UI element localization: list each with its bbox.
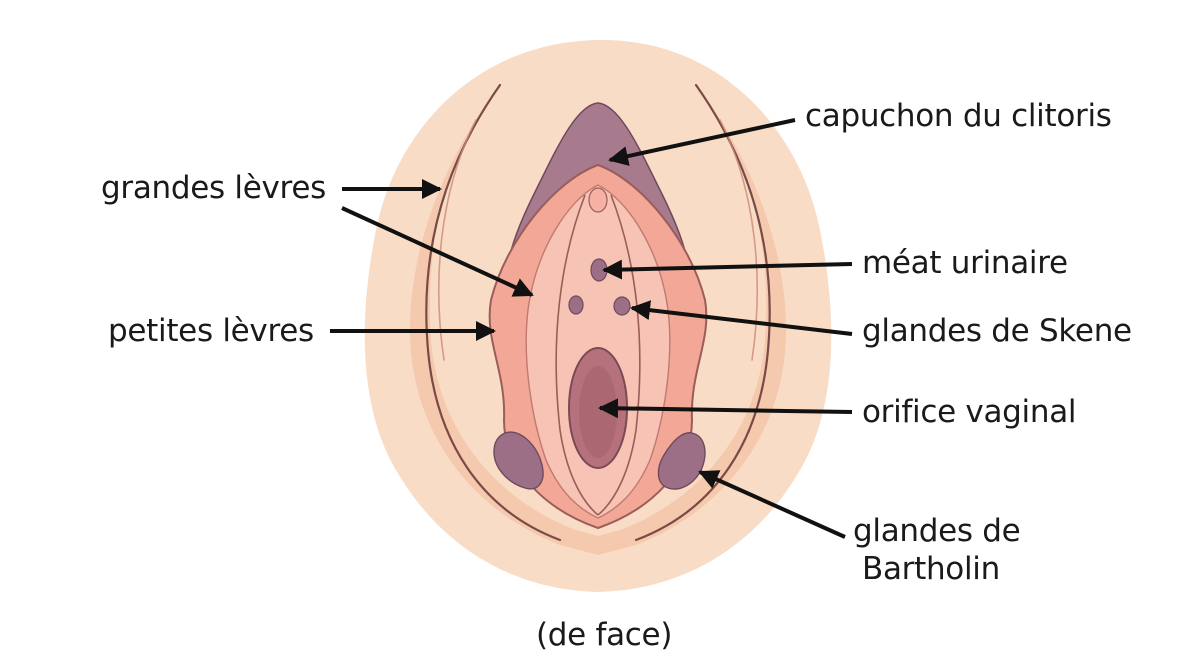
label-skene-glands: glandes de Skene [862,313,1132,349]
right-inner-fold-line [719,119,758,361]
bartholin-gland-right [657,432,706,490]
arrow-vaginal-orifice [598,398,853,419]
arrow-clitoral-hood [608,118,796,166]
left-outer-fold-line [425,83,562,542]
left-inner-contour [555,194,599,516]
label-urethral-meatus: méat urinaire [862,245,1068,281]
label-clitoral-hood: capuchon du clitoris [805,98,1112,134]
label-bartholin-glands: glandes de Bartholin [853,512,1021,588]
label-labia-minora: petites lèvres [108,313,314,349]
label-bartholin-line-1: glandes de [853,513,1021,549]
right-inner-contour [597,194,641,516]
right-outer-fold-line [634,83,771,542]
label-vaginal-orifice: orifice vaginal [862,394,1077,430]
clitoris-glans [588,187,608,213]
vaginal-orifice-inner [579,366,617,458]
arrow-urethral-meatus [602,259,853,280]
label-bartholin-line-2: Bartholin [862,551,1000,587]
caption-front-view: (de face) [536,617,673,653]
skene-gland-left [568,295,584,315]
label-labia-majora: grandes lèvres [101,170,326,206]
skene-gland-right [613,296,631,316]
bartholin-gland-left [493,431,544,490]
arrow-labia-minora-from-grandes [341,206,534,297]
arrow-bartholin-glands [698,470,846,539]
arrow-skene-glands [630,300,853,336]
